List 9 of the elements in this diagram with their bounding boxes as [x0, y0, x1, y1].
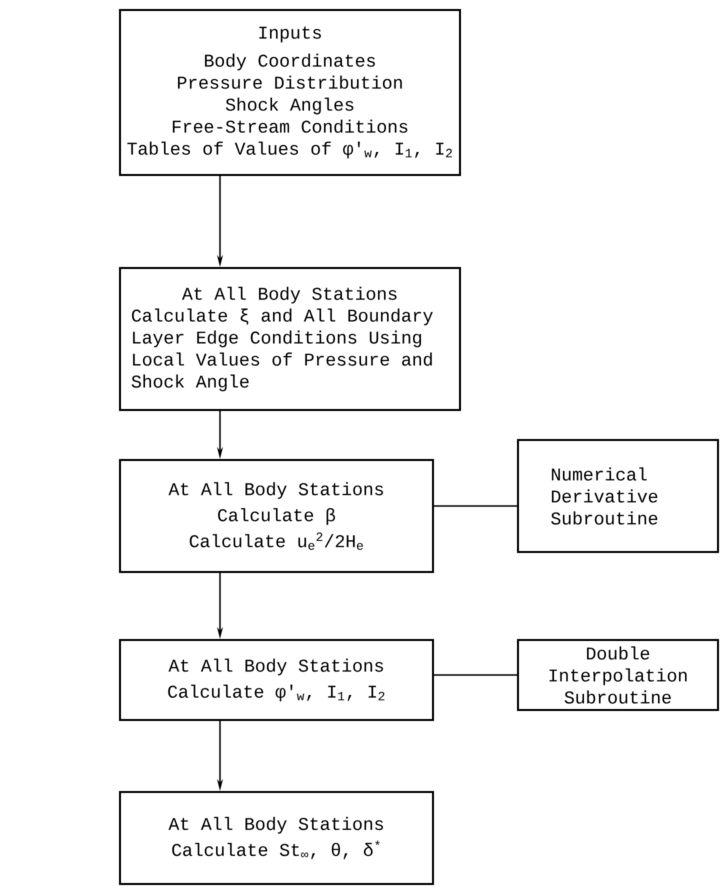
process-box: Numerical Derivative Subroutine	[517, 439, 719, 553]
process-box: At All Body Stations Calculate φ′$_{w}$, I$_{1}$, I$_{2}$	[119, 639, 434, 721]
process-box: Double Interpolation Subroutine	[517, 639, 719, 711]
process-box: At All Body Stations Calculate St$_{∞}$, θ, δ$^{*}$	[119, 791, 434, 885]
process-box: At All Body Stations Calculate ξ and All Boundary Layer Edge Conditions Using Local Values of Pressure and Shock Angle	[119, 267, 461, 411]
connector-line	[434, 505, 517, 507]
connector-line	[434, 674, 517, 676]
process-box: Inputs Body Coordinates Pressure Distribution Shock Angles Free-Stream Conditions Tables of Values of φ′$_{w}$, I$_{1}$, I$_{2}$	[119, 9, 461, 176]
process-box: At All Body Stations Calculate β Calculate u$_{e}$$^{2}$/2H$_{e}$	[119, 459, 434, 573]
